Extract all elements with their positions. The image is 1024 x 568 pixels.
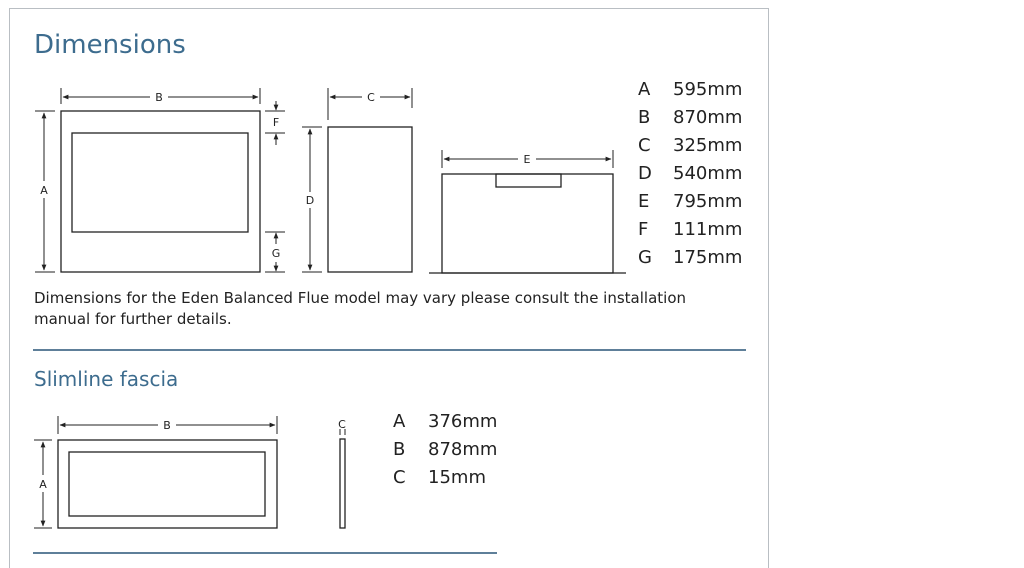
spec-value: 376mm <box>428 411 498 432</box>
spec-row: D 540mm <box>638 160 758 188</box>
slimline-fascia-heading: Slimline fascia <box>34 367 179 391</box>
dim-c-label: C <box>367 91 375 104</box>
fascia-dim-c-line <box>339 429 346 435</box>
spec-row: C 15mm <box>393 464 513 492</box>
fascia-side-view <box>339 438 346 529</box>
spec-letter: B <box>638 107 651 128</box>
spec-value: 870mm <box>673 107 743 128</box>
spec-value: 111mm <box>673 219 743 240</box>
spec-letter: A <box>393 411 406 432</box>
spec-row: F 111mm <box>638 216 758 244</box>
dim-a-line <box>35 110 55 273</box>
spec-letter: A <box>638 79 651 100</box>
fascia-dim-b-line <box>57 416 278 434</box>
spec-value: 175mm <box>673 247 743 268</box>
dimensions-heading: Dimensions <box>34 30 186 60</box>
spec-letter: G <box>638 247 652 268</box>
spec-row: E 795mm <box>638 188 758 216</box>
top-view <box>429 173 626 274</box>
dim-f-label: F <box>273 116 279 129</box>
spec-value: 15mm <box>428 467 486 488</box>
section-divider <box>33 552 497 554</box>
dim-g-label: G <box>272 247 281 260</box>
fascia-dim-c-label: C <box>338 418 346 431</box>
dim-b-label: B <box>155 91 163 104</box>
fascia-dim-b-label: B <box>163 419 171 432</box>
spec-letter: B <box>393 439 406 460</box>
spec-letter: C <box>393 467 406 488</box>
side-view <box>327 126 413 273</box>
content-panel <box>9 8 769 568</box>
spec-letter: C <box>638 135 651 156</box>
slimline-spec-table: A 376mm B 878mm C 15mm <box>393 408 513 492</box>
spec-row: A 376mm <box>393 408 513 436</box>
spec-letter: F <box>638 219 649 240</box>
spec-row: G 175mm <box>638 244 758 272</box>
spec-row: A 595mm <box>638 76 758 104</box>
dimensions-note: Dimensions for the Eden Balanced Flue mo… <box>34 289 687 328</box>
dim-d-line <box>302 126 322 273</box>
spec-value: 878mm <box>428 439 498 460</box>
dim-e-label: E <box>524 153 531 166</box>
dim-c-line <box>327 88 413 120</box>
spec-value: 795mm <box>673 191 743 212</box>
dim-a-label: A <box>40 184 48 197</box>
spec-letter: D <box>638 163 652 184</box>
fascia-dim-a-line <box>34 439 52 529</box>
spec-letter: E <box>638 191 650 212</box>
dim-d-label: D <box>306 194 314 207</box>
spec-value: 325mm <box>673 135 743 156</box>
spec-row: B 870mm <box>638 104 758 132</box>
dim-b-line <box>60 88 261 104</box>
dimensions-spec-table: A 595mm B 870mm C 325mm D 540mm E 795mm … <box>638 76 758 272</box>
spec-row: B 878mm <box>393 436 513 464</box>
front-view <box>60 110 261 273</box>
spec-value: 540mm <box>673 163 743 184</box>
fascia-dim-a-label: A <box>39 478 47 491</box>
fascia-front-view <box>57 439 278 529</box>
spec-row: C 325mm <box>638 132 758 160</box>
spec-value: 595mm <box>673 79 743 100</box>
section-divider <box>33 349 746 351</box>
dim-g-line <box>265 231 285 273</box>
dim-e-line <box>441 150 614 168</box>
dim-f-line <box>265 101 285 145</box>
